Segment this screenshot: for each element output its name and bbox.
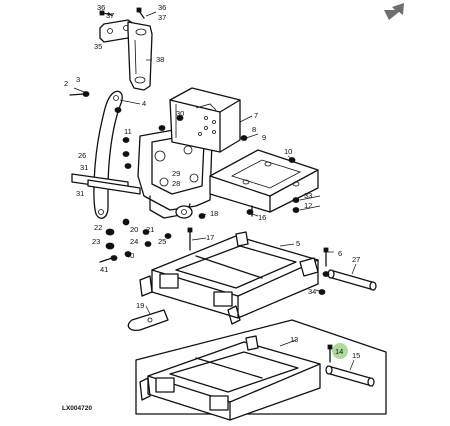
callout-40: 40	[126, 251, 134, 260]
callout-30: 30	[176, 109, 184, 118]
callout-14: 14	[335, 347, 343, 356]
callout-7: 7	[254, 111, 258, 120]
callout-36b: 36	[158, 3, 166, 12]
callout-22: 22	[94, 223, 102, 232]
callout-25: 25	[158, 237, 166, 246]
callout-19: 19	[136, 301, 144, 310]
link-plate-part	[127, 21, 153, 91]
callout-18: 18	[210, 209, 218, 218]
hook-part	[127, 309, 169, 332]
pin-part	[323, 247, 377, 291]
bar-part	[71, 173, 141, 195]
lower-frame-part	[139, 335, 321, 421]
diagram-code: LX004720	[62, 405, 92, 412]
callout-21: 21	[146, 225, 154, 234]
callout-13: 13	[290, 335, 298, 344]
pin-part	[69, 91, 90, 97]
callout-34: 34	[308, 287, 316, 296]
callout-33: 33	[304, 191, 312, 200]
callout-23: 23	[92, 237, 100, 246]
tray-plate-part	[209, 149, 319, 213]
callout-24: 24	[130, 237, 138, 246]
callout-12: 12	[304, 201, 312, 210]
upper-frame-part	[139, 231, 319, 325]
callout-27: 27	[352, 255, 360, 264]
callout-31a: 31	[80, 163, 88, 172]
callout-15: 15	[352, 351, 360, 360]
callout-37a: 37	[106, 11, 114, 20]
callout-37b: 37	[158, 13, 166, 22]
callout-8: 8	[252, 125, 256, 134]
callout-3: 3	[76, 75, 80, 84]
callout-4: 4	[142, 99, 146, 108]
battery-box-part	[169, 87, 241, 153]
callout-31b: 31	[76, 189, 84, 198]
arrow-icon[interactable]	[384, 3, 404, 20]
lower-frame-box	[135, 319, 387, 415]
callout-2: 2	[64, 79, 68, 88]
leader-lines	[73, 11, 357, 371]
callout-41: 41	[100, 265, 108, 274]
callout-11: 11	[124, 127, 132, 136]
callout-36a: 36	[97, 3, 105, 12]
callout-29: 29	[172, 169, 180, 178]
callout-28: 28	[172, 179, 180, 188]
callout-38: 38	[156, 55, 164, 64]
callout-16: 16	[258, 213, 266, 222]
callout-highlight	[332, 343, 348, 359]
callout-9: 9	[262, 133, 266, 142]
callout-17: 17	[206, 233, 214, 242]
callout-35: 35	[94, 42, 102, 51]
callout-10: 10	[284, 147, 292, 156]
callout-5: 5	[296, 239, 300, 248]
callout-6: 6	[338, 249, 342, 258]
callout-20: 20	[130, 225, 138, 234]
callout-labels: 36 37 35 36 37 38 2 3 4 30 7 8 9 11 10 2…	[64, 3, 360, 360]
pin-part	[325, 344, 375, 387]
callout-26: 26	[78, 151, 86, 160]
